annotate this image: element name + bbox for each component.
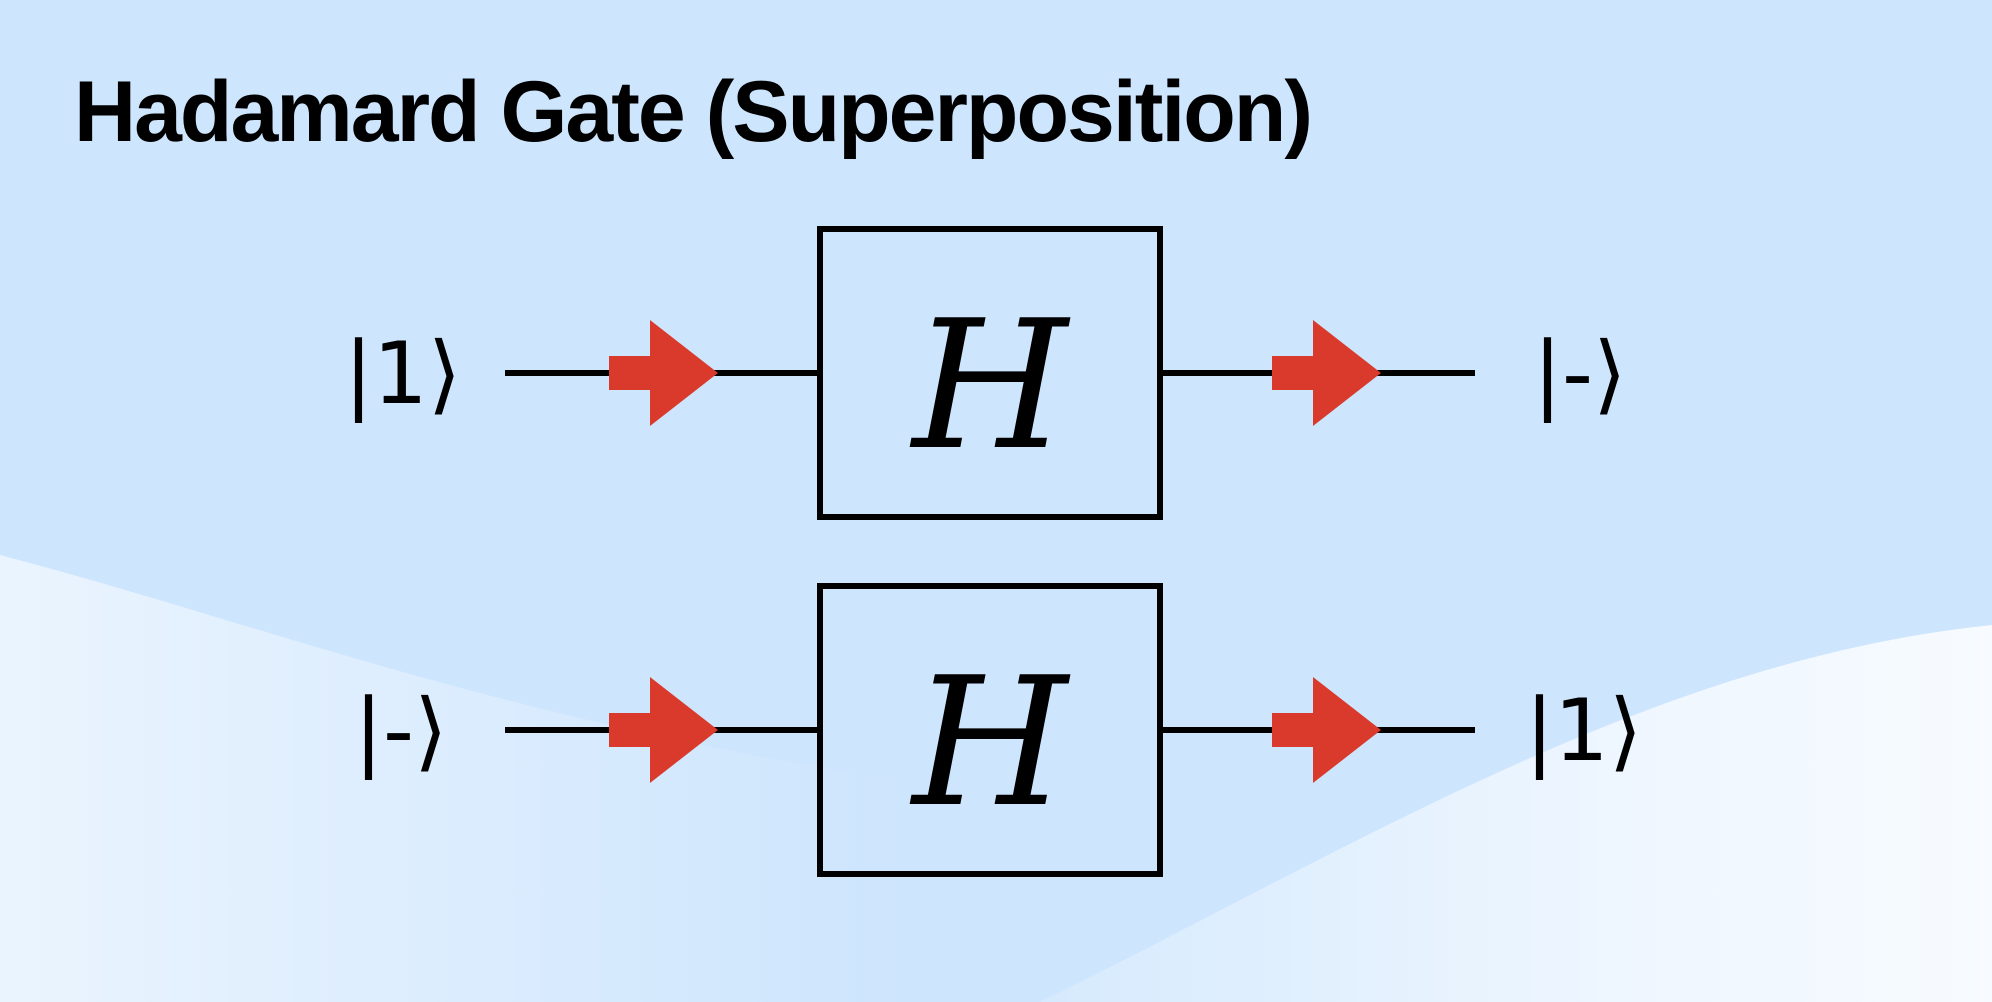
input-ket-2: |-⟩ [354,681,448,781]
output-arrow-2 [1272,677,1381,783]
circuit-row-2: |-⟩ H |1⟩ [354,583,1642,877]
slide-title: Hadamard Gate (Superposition) [74,64,1313,160]
hadamard-gate-label-2: H [909,639,1071,846]
right-wave-shape [1040,625,1992,1002]
input-ket-1: |1⟩ [344,324,461,424]
left-wave-shape [0,555,900,1002]
input-arrow-1 [609,320,718,426]
input-arrow-2 [609,677,718,783]
output-ket-2: |1⟩ [1525,681,1642,781]
hadamard-gate-label-1: H [909,282,1071,489]
circuit-row-1: |1⟩ H |-⟩ [344,226,1627,520]
output-arrow-1 [1272,320,1381,426]
output-ket-1: |-⟩ [1533,324,1627,424]
